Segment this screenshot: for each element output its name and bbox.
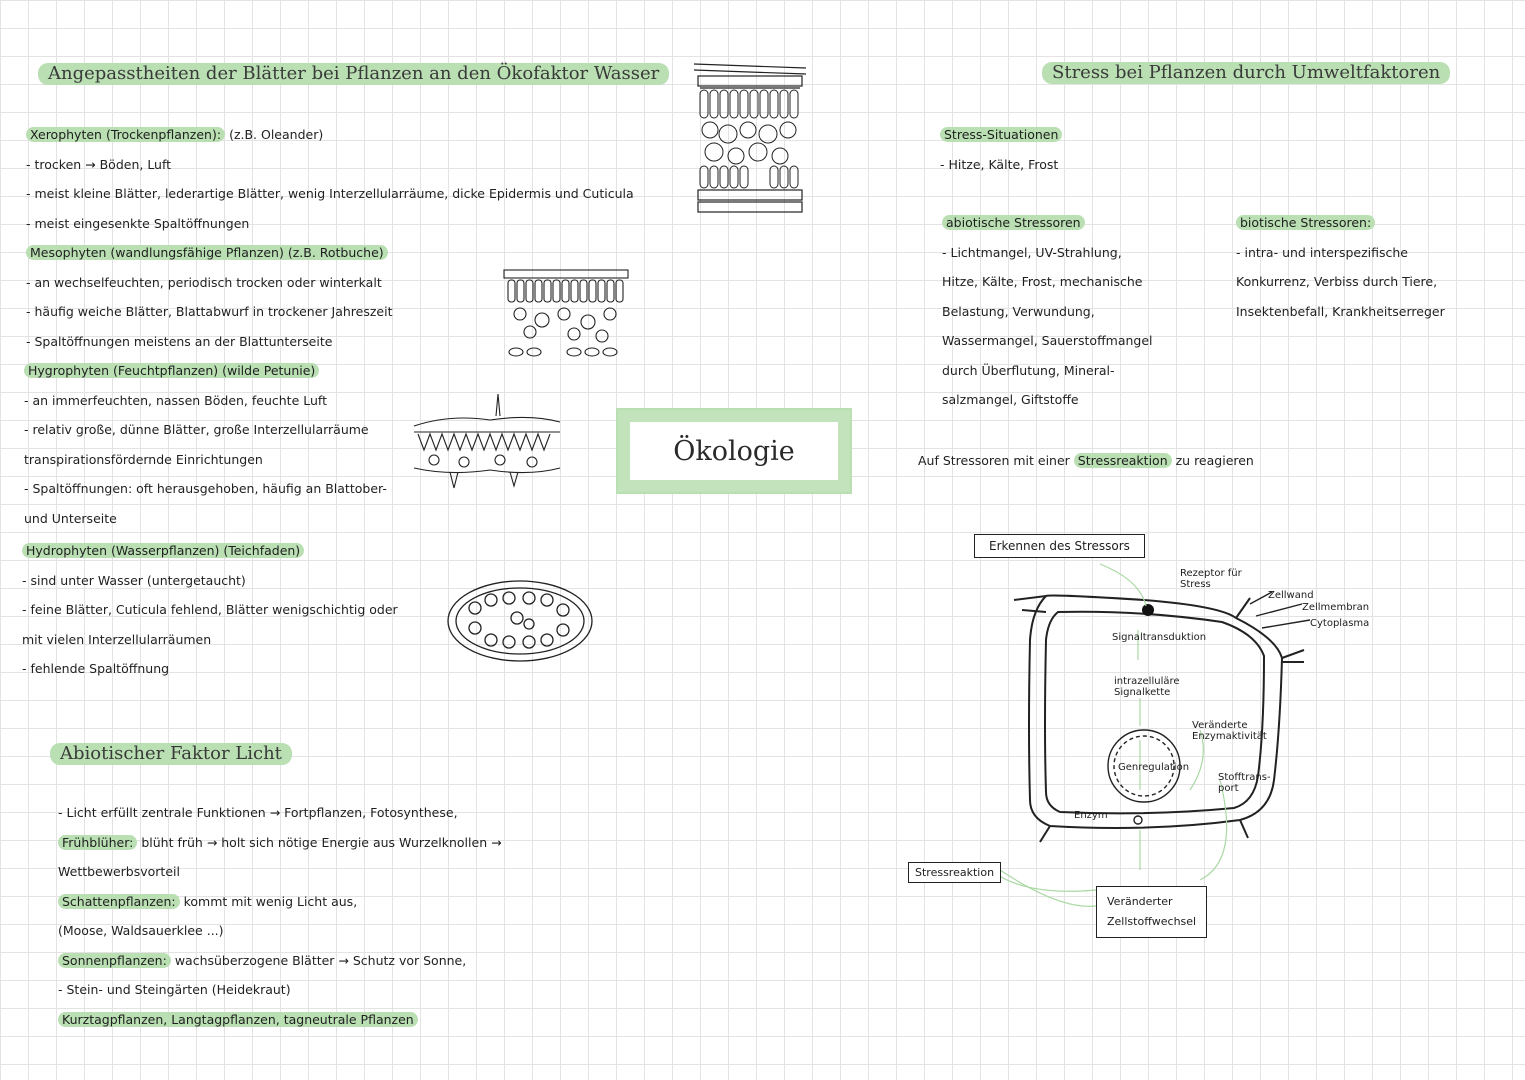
hygrophyten-line: - an immerfeuchten, nassen Böden, feucht… — [24, 392, 327, 408]
heading-licht: Abiotischer Faktor Licht — [50, 743, 292, 765]
enzymaktivitaet-label: Veränderte Enzymaktivität — [1192, 720, 1267, 742]
biotic-line: - intra- und interspezifische — [1236, 244, 1408, 260]
abiotic-title: abiotische Stressoren — [942, 215, 1085, 230]
hydrophyte-leaf-sketch — [447, 580, 593, 662]
center-title: Ökologie — [673, 435, 795, 467]
hygrophyten-section: Hygrophyten (Feuchtpflanzen) (wilde Petu… — [24, 356, 387, 533]
mesophyten-line: - an wechselfeuchten, periodisch trocken… — [26, 274, 382, 290]
xerophyte-leaf-sketch — [693, 63, 807, 213]
zellmembran-label: Zellmembran — [1302, 602, 1370, 613]
reaction-post: zu reagieren — [1175, 453, 1254, 468]
xerophyten-title: Xerophyten (Trockenpflanzen): — [26, 127, 226, 142]
receptor-dot — [1142, 604, 1154, 616]
erkennen-box: Erkennen des Stressors — [974, 534, 1145, 558]
biotic-line: Konkurrenz, Verbiss durch Tiere, — [1236, 274, 1438, 289]
hygrophyten-line: - Spaltöffnungen: oft herausgehoben, häu… — [24, 481, 387, 496]
abiotic-line: Wassermangel, Sauerstoffmangel — [942, 333, 1153, 348]
mesophyten-line: - häufig weiche Blätter, Blattabwurf in … — [26, 304, 393, 319]
xerophyten-line: - meist kleine Blätter, lederartige Blät… — [26, 186, 634, 201]
abiotic-line: salzmangel, Giftstoffe — [942, 392, 1079, 407]
abiotic-line: Belastung, Verwundung, — [942, 303, 1095, 319]
schattenpflanzen-cont: (Moose, Waldsauerklee ...) — [58, 923, 224, 938]
cell-diagram — [995, 563, 1311, 907]
enzym-label: Enzym — [1074, 810, 1108, 821]
mesophyten-title: Mesophyten (wandlungsfähige Pflanzen) (z… — [26, 245, 388, 260]
hydrophyten-line: - sind unter Wasser (untergetaucht) — [22, 572, 246, 588]
stress-situations-title: Stress-Situationen — [940, 127, 1063, 142]
abiotic-line: durch Überflutung, Mineral- — [942, 362, 1115, 378]
fruehblueher-text: blüht früh → holt sich nötige Energie au… — [141, 834, 502, 850]
heading-leaf-adaptations: Angepasstheiten der Blätter bei Pflanzen… — [38, 63, 670, 85]
schattenpflanzen-text: kommt mit wenig Licht aus, — [183, 893, 358, 909]
heading-stress: Stress bei Pflanzen durch Umweltfaktoren — [1042, 62, 1451, 84]
hydrophyten-line: mit vielen Interzellularräumen — [22, 631, 212, 647]
mesophyten-section: Mesophyten (wandlungsfähige Pflanzen) (z… — [26, 238, 393, 356]
xerophyten-line: - trocken → Böden, Luft — [26, 156, 172, 172]
mesophyte-leaf-sketch — [503, 269, 629, 357]
genregulation-label: Genregulation — [1118, 762, 1190, 773]
hygrophyten-line: - relativ große, dünne Blätter, große In… — [24, 422, 369, 437]
photoperiod-line: Kurztagpflanzen, Langtagpflanzen, tagneu… — [58, 1011, 418, 1027]
xerophyten-example: (z.B. Oleander) — [229, 127, 324, 142]
hygrophyte-leaf-sketch — [413, 393, 561, 489]
abiotic-line: Hitze, Kälte, Frost, mechanische — [942, 274, 1143, 289]
biotic-title: biotische Stressoren: — [1236, 215, 1376, 230]
zellstoffwechsel-box: Veränderter Zellstoffwechsel — [1096, 886, 1208, 938]
mesophyten-line: - Spaltöffnungen meistens an der Blattun… — [26, 333, 333, 349]
veraenderter-text: Veränderter — [1107, 895, 1173, 908]
sonnenpflanzen-label: Sonnenpflanzen: — [58, 952, 171, 968]
reaction-pre: Auf Stressoren mit einer — [918, 453, 1070, 468]
xerophyten-line: - meist eingesenkte Spaltöffnungen — [26, 215, 250, 231]
zellwand-label: Zellwand — [1268, 590, 1314, 601]
schattenpflanzen-label: Schattenpflanzen: — [58, 893, 180, 909]
stress-situations-line: - Hitze, Kälte, Frost — [940, 156, 1059, 172]
hydrophyten-section: Hydrophyten (Wasserpflanzen) (Teichfaden… — [22, 536, 398, 684]
hygrophyten-line: und Unterseite — [24, 510, 117, 526]
center-title-box: Ökologie — [616, 408, 852, 494]
stress-reaction-sentence: Auf Stressoren mit einer Stressreaktion … — [918, 446, 1254, 476]
sonnenpflanzen-text: wachsüberzogene Blätter → Schutz vor Son… — [174, 952, 467, 968]
abiotic-line: - Lichtmangel, UV-Strahlung, — [942, 244, 1122, 260]
cytoplasma-label: Cytoplasma — [1310, 618, 1370, 629]
hydrophyten-title: Hydrophyten (Wasserpflanzen) (Teichfaden… — [22, 543, 305, 558]
abiotic-stressors: abiotische Stressoren - Lichtmangel, UV-… — [942, 208, 1153, 415]
rezeptor-label: Rezeptor für Stress — [1180, 568, 1242, 590]
hygrophyten-title: Hygrophyten (Feuchtpflanzen) (wilde Petu… — [24, 363, 320, 378]
sonnenpflanzen-cont: - Stein- und Steingärten (Heidekraut) — [58, 982, 291, 997]
hydrophyten-line: - fehlende Spaltöffnung — [22, 661, 170, 676]
licht-line: - Licht erfüllt zentrale Funktionen → Fo… — [58, 805, 458, 820]
reaction-highlight: Stressreaktion — [1073, 453, 1172, 468]
hygrophyten-line: transpirationsfördernde Einrichtungen — [24, 451, 263, 467]
stress-situations: Stress-Situationen - Hitze, Kälte, Frost — [940, 120, 1063, 179]
xerophyten-section: Xerophyten (Trockenpflanzen): (z.B. Olea… — [26, 120, 634, 238]
fruehblueher-label: Frühblüher: — [58, 834, 138, 850]
zellstoffwechsel-text: Zellstoffwechsel — [1107, 915, 1197, 928]
hydrophyten-line: - feine Blätter, Cuticula fehlend, Blätt… — [22, 602, 398, 617]
licht-section: - Licht erfüllt zentrale Funktionen → Fo… — [58, 798, 502, 1034]
stressreaktion-box: Stressreaktion — [908, 862, 1002, 883]
signaltransduktion-label: Signaltransduktion — [1112, 632, 1207, 643]
biotic-stressors: biotische Stressoren: - intra- und inter… — [1236, 208, 1445, 326]
biotic-line: Insektenbefall, Krankheitserreger — [1236, 303, 1445, 319]
fruehblueher-cont: Wettbewerbsvorteil — [58, 864, 180, 879]
stofftransport-label: Stofftrans-port — [1218, 772, 1271, 794]
intrazellulaere-signalkette-label: intrazelluläre Signalkette — [1114, 676, 1180, 698]
